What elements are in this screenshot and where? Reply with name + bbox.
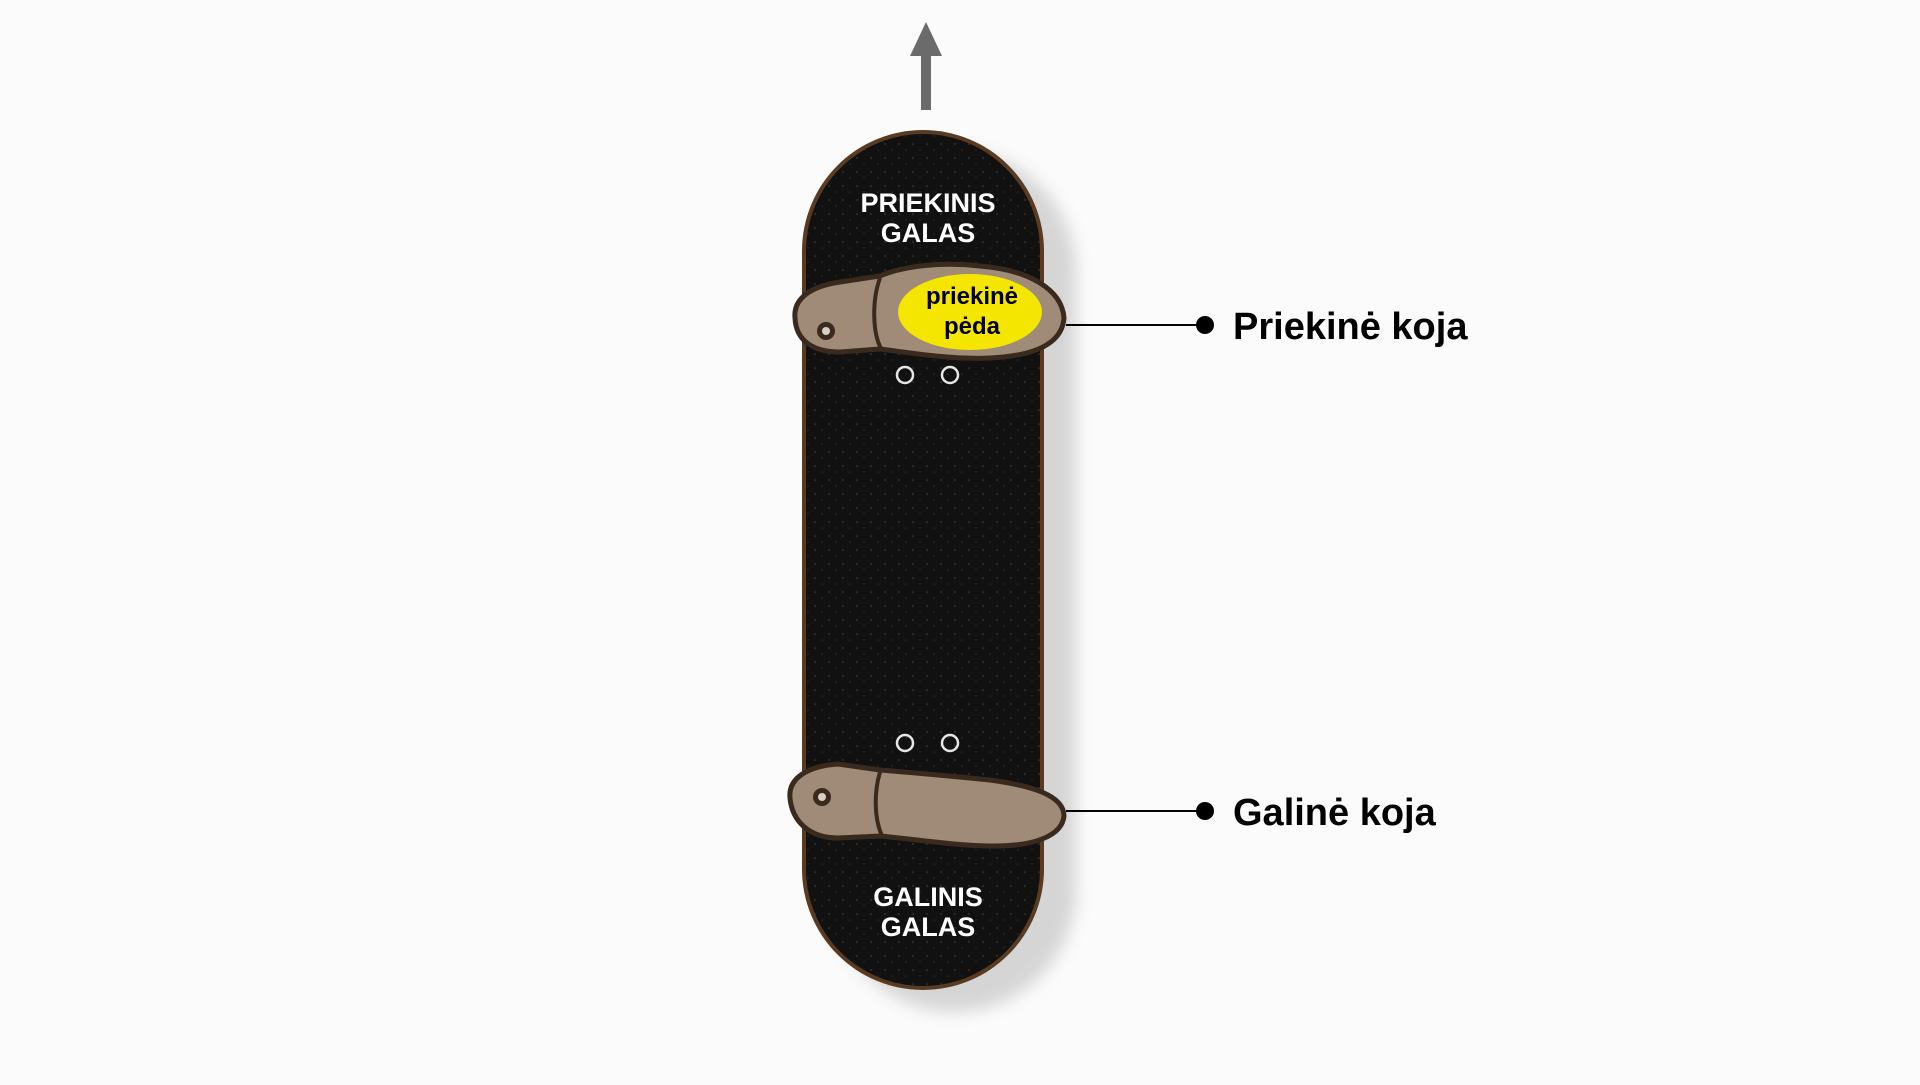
front-truck-bolts [895,365,960,385]
front-end-label-line2: GALAS [881,218,976,248]
back-foot-callout-label: Galinė koja [1233,792,1436,834]
back-foot-callout-line [1066,802,1214,820]
front-foot-ball-label-line1: priekinė [926,283,1018,310]
back-end-label-line1: GALINIS [873,882,983,912]
skateboard-deck [802,130,1044,990]
front-foot-footprint-icon [792,261,1067,361]
front-foot-callout-line [1066,316,1214,334]
front-end-label-line1: PRIEKINIS [860,188,995,218]
front-foot-ball-highlight [898,274,1042,350]
back-truck-bolts [895,733,960,753]
front-foot-ball-label-line2: pėda [944,313,1001,340]
arrow-up-icon [910,22,942,110]
front-foot-callout-label: Priekinė koja [1233,306,1468,348]
back-end-label-line2: GALAS [881,912,976,942]
back-foot-footprint-icon [787,761,1067,849]
